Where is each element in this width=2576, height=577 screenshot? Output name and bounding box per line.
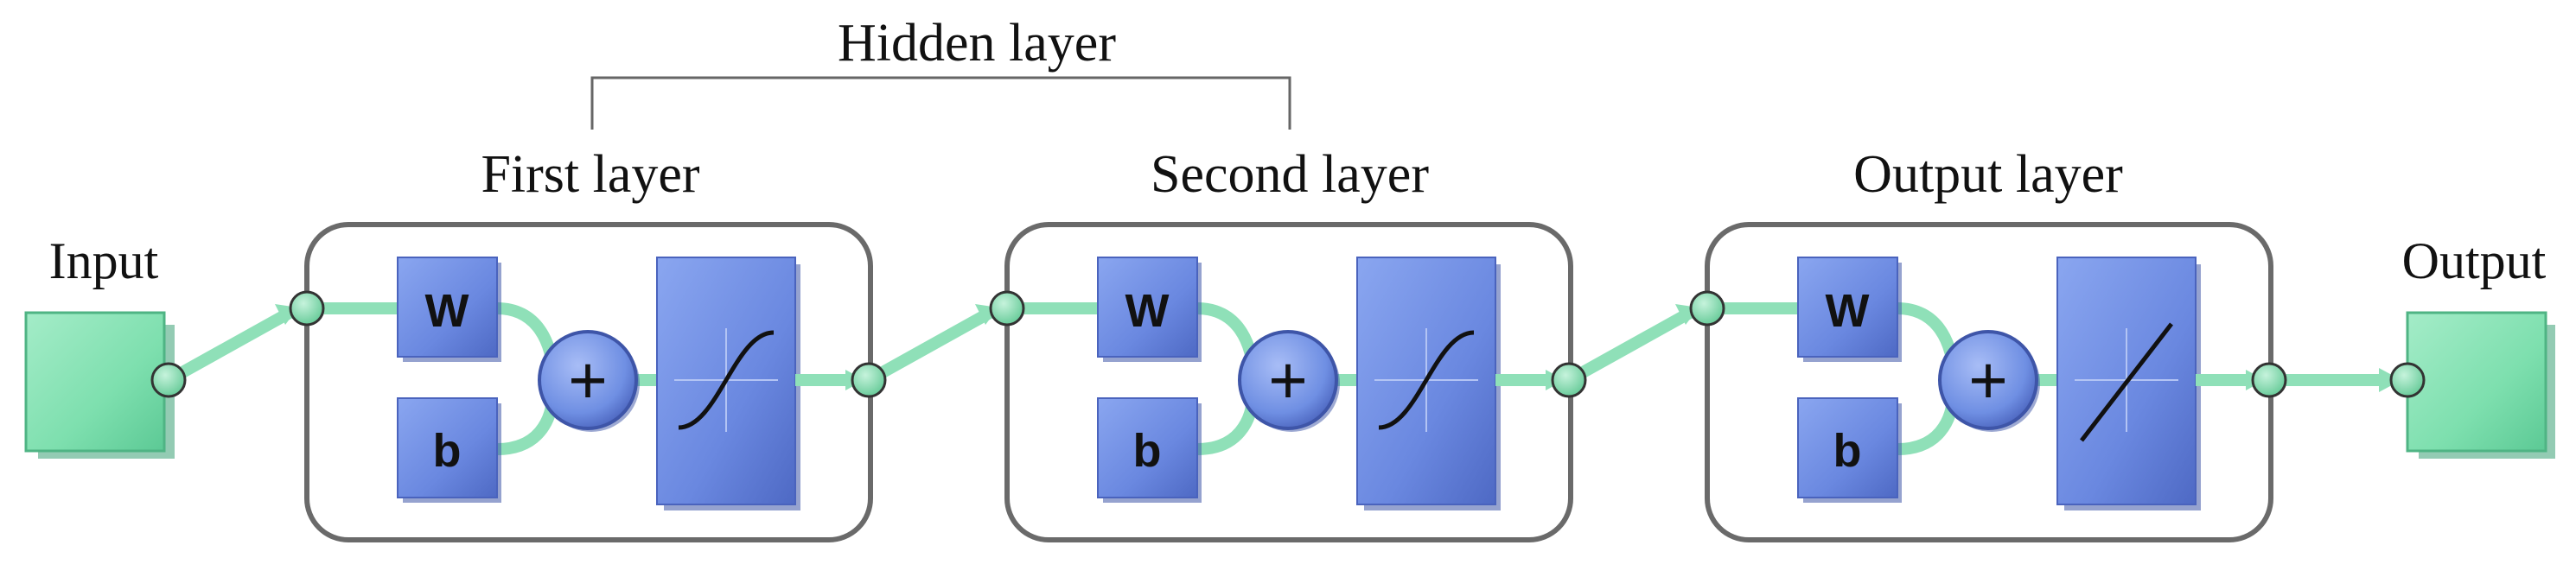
bias-block: b <box>397 397 501 503</box>
layer-2: Second layer W b + <box>1004 145 1573 542</box>
junction-node <box>851 362 887 398</box>
hidden-layer-bracket: Hidden layer <box>590 14 1291 130</box>
bias-block: b <box>1097 397 1202 503</box>
transfer-function-block <box>656 257 800 510</box>
transfer-function-block <box>2056 257 2201 510</box>
junction-nodes <box>150 290 2426 398</box>
layer-3: Output layer W b + <box>1705 145 2273 542</box>
junction-node <box>2389 362 2426 398</box>
weight-label: W <box>425 285 469 337</box>
output-box <box>2406 311 2547 453</box>
linear-function-icon <box>2080 322 2173 442</box>
sigmoid-curve-icon <box>678 330 775 430</box>
layer-1: First layer W b + <box>304 145 873 542</box>
weight-label: W <box>1125 285 1170 337</box>
junction-node <box>289 290 325 327</box>
sum-symbol: + <box>568 342 608 418</box>
sum-symbol: + <box>1968 342 2008 418</box>
weight-block: W <box>1097 257 1202 362</box>
input-to-layer1-connector <box>165 307 293 386</box>
output-label: Output <box>2402 232 2547 289</box>
hidden-layer-label: Hidden layer <box>838 14 1116 73</box>
junction-node <box>1551 362 1587 398</box>
connectors <box>165 304 2401 392</box>
bias-label: b <box>1833 425 1862 477</box>
sum-node: + <box>1238 330 1340 432</box>
layer1-to-layer2-connector <box>865 307 993 386</box>
layer-title: First layer <box>481 145 699 204</box>
bias-label: b <box>433 425 462 477</box>
sigmoid-curve-icon <box>1378 330 1475 430</box>
input-box <box>24 311 166 453</box>
weight-block: W <box>1797 257 1902 362</box>
input-label: Input <box>49 232 159 289</box>
transfer-function-block <box>1356 257 1501 510</box>
output-block: Output <box>2402 232 2555 459</box>
sum-node: + <box>1938 330 2040 432</box>
bias-label: b <box>1133 425 1162 477</box>
junction-node <box>150 362 187 398</box>
layer2-to-layer3-connector <box>1565 307 1693 386</box>
layer-title: Second layer <box>1151 145 1429 204</box>
junction-node <box>989 290 1025 327</box>
sum-node: + <box>538 330 640 432</box>
junction-node <box>1689 290 1725 327</box>
junction-node <box>2251 362 2287 398</box>
weight-label: W <box>1826 285 1870 337</box>
weight-block: W <box>397 257 501 362</box>
layer-title: Output layer <box>1853 145 2123 204</box>
sum-symbol: + <box>1268 342 1308 418</box>
bias-block: b <box>1797 397 1902 503</box>
input-block: Input <box>24 232 175 459</box>
